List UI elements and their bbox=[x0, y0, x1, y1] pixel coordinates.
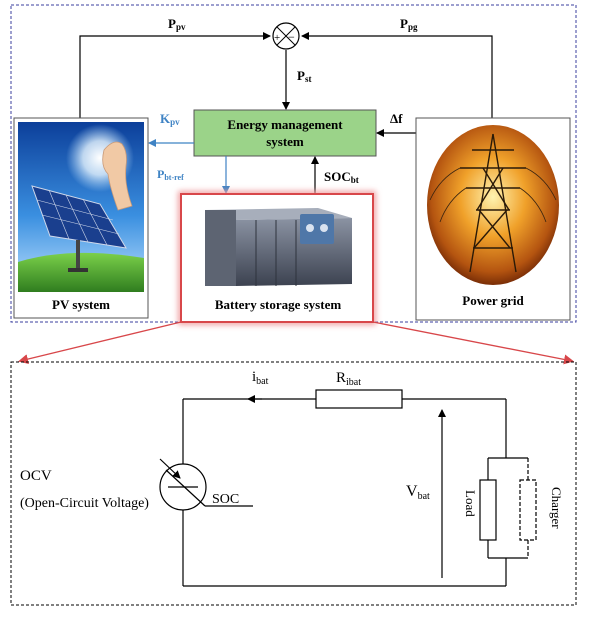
pv-system-label: PV system bbox=[52, 297, 110, 312]
ppg-label: Ppg bbox=[400, 16, 418, 32]
ppv-line bbox=[79, 32, 271, 118]
charger-label: Charger bbox=[549, 487, 564, 529]
system-frame bbox=[10, 4, 577, 323]
resistor-ribat bbox=[315, 389, 403, 409]
battery-illustration bbox=[205, 208, 352, 286]
power-grid-box: Power grid bbox=[415, 117, 571, 321]
pv-panel-illustration bbox=[18, 122, 144, 292]
ocv-label: OCV bbox=[20, 468, 52, 484]
v-bat-label: Vbat bbox=[406, 483, 430, 502]
delta-f-label: Δf bbox=[390, 111, 403, 126]
r-ibat-label: Ribat bbox=[336, 370, 361, 388]
i-bat-label: ibat bbox=[252, 369, 269, 387]
circuit-frame bbox=[10, 361, 577, 606]
junction-plus: + bbox=[274, 32, 280, 44]
battery-system-label: Battery storage system bbox=[215, 297, 342, 312]
summing-junction: + − bbox=[272, 22, 300, 50]
load-charger-branch bbox=[479, 457, 537, 559]
zoom-line-left bbox=[18, 321, 182, 364]
ppg-line bbox=[301, 32, 493, 118]
pv-system-box: PV system bbox=[13, 117, 149, 319]
ocv-source bbox=[159, 458, 253, 511]
battery-system-box: Battery storage system bbox=[178, 191, 376, 325]
equivalent-circuit bbox=[182, 398, 507, 587]
pst-label: Pst bbox=[297, 68, 311, 84]
kpv-label: Kpv bbox=[160, 111, 180, 127]
power-tower-illustration bbox=[427, 125, 559, 285]
junction-minus: − bbox=[288, 30, 295, 44]
soc-label: SOC bbox=[212, 492, 239, 507]
power-grid-label: Power grid bbox=[462, 293, 524, 308]
ppv-label: Ppv bbox=[168, 16, 186, 32]
ems-label-line2: system bbox=[266, 134, 304, 149]
pbt-ref-label: Pbt-ref bbox=[157, 167, 184, 182]
ocv-desc-label: (Open-Circuit Voltage) bbox=[20, 496, 149, 511]
load-label: Load bbox=[463, 490, 478, 517]
ems-label-line1: Energy management bbox=[227, 117, 343, 132]
zoom-line-right bbox=[372, 321, 574, 365]
socbt-label: SOCbt bbox=[324, 169, 359, 185]
